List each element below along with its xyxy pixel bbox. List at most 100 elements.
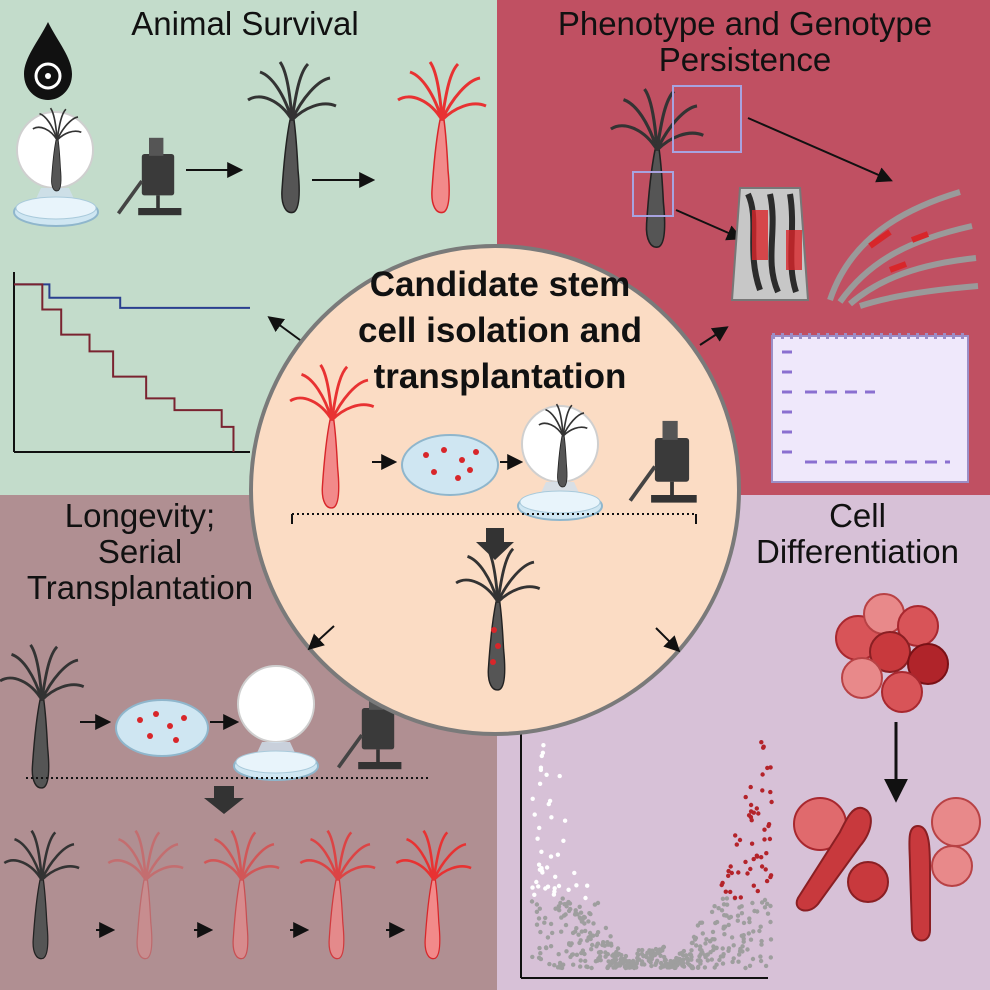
persistence-title-line2: Persistence: [658, 41, 832, 78]
petri-dish-cells-icon: [115, 699, 209, 757]
volcano-point: [728, 914, 734, 920]
hydra-red-spots: [490, 627, 501, 665]
longevity-title: Longevity; Serial Transplantation: [5, 498, 275, 606]
volcano-point: [768, 765, 773, 770]
volcano-point: [759, 938, 764, 944]
volcano-point: [583, 895, 588, 901]
volcano-point: [720, 954, 726, 959]
volcano-point: [680, 963, 685, 968]
volcano-point: [672, 963, 677, 969]
volcano-point: [763, 867, 768, 872]
volcano-point: [635, 955, 640, 961]
volcano-point: [648, 948, 654, 954]
differentiation-title-line2: Differentiation: [755, 533, 959, 570]
volcano-point: [741, 920, 747, 926]
body-section-icon: [730, 187, 810, 301]
volcano-point: [720, 946, 725, 951]
hydra-icon: [246, 60, 338, 215]
volcano-point: [743, 794, 748, 800]
petri-dish-icon: [13, 196, 99, 227]
volcano-point: [705, 952, 710, 957]
volcano-point: [605, 952, 610, 957]
volcano-point: [556, 883, 562, 889]
volcano-point: [760, 772, 765, 777]
volcano-point: [762, 905, 768, 910]
hydra-icon: [203, 829, 281, 960]
petri-dish-icon: [517, 490, 603, 521]
volcano-point: [710, 929, 716, 935]
volcano-point: [530, 796, 535, 801]
volcano-point: [689, 965, 695, 971]
volcano-point: [762, 897, 768, 903]
volcano-point: [568, 906, 573, 912]
volcano-point: [746, 813, 752, 818]
volcano-point: [748, 866, 753, 872]
volcano-point: [583, 958, 588, 964]
volcano-point: [543, 886, 548, 891]
arrow-icon: [307, 625, 335, 651]
volcano-point: [587, 911, 592, 916]
volcano-point: [543, 915, 548, 921]
volcano-point: [752, 908, 757, 914]
volcano-point: [539, 866, 544, 871]
volcano-point: [710, 937, 715, 942]
volcano-point: [562, 818, 568, 823]
volcano-point: [730, 959, 735, 965]
arrow-icon: [747, 117, 893, 183]
volcano-point: [572, 870, 577, 876]
volcano-point: [582, 951, 587, 957]
volcano-point: [598, 958, 603, 963]
volcano-point: [723, 889, 728, 894]
differentiated-cells-icon: [793, 797, 981, 942]
volcano-point: [768, 903, 773, 909]
volcano-point: [758, 924, 763, 929]
volcano-point: [534, 922, 540, 927]
volcano-point: [751, 929, 756, 934]
volcano-point: [757, 928, 762, 934]
hydra-icon: [3, 829, 81, 960]
volcano-point: [698, 920, 703, 925]
volcano-point: [564, 901, 569, 907]
volcano-point: [538, 951, 543, 956]
volcano-point: [714, 962, 719, 967]
arrow-icon: [699, 326, 729, 346]
volcano-point: [553, 874, 558, 879]
volcano-point: [551, 892, 557, 897]
volcano-point: [537, 945, 542, 951]
volcano-point: [679, 959, 684, 965]
volcano-point: [578, 910, 584, 915]
volcano-point: [768, 955, 773, 960]
volcano-point: [561, 838, 566, 843]
center-title: Candidate stem cell isolation and transp…: [300, 262, 700, 400]
volcano-point: [738, 895, 743, 900]
volcano-point: [611, 952, 616, 957]
volcano-point: [536, 955, 542, 960]
cell-cluster-icon: [835, 593, 949, 713]
volcano-point: [549, 815, 554, 820]
center-title-line1: Candidate stem: [369, 265, 631, 304]
volcano-point: [759, 942, 764, 947]
volcano-point: [542, 920, 547, 925]
volcano-point: [566, 887, 571, 892]
volcano-point: [712, 904, 717, 909]
volcano-point: [726, 922, 731, 928]
volcano-point: [663, 958, 668, 963]
volcano-point: [569, 952, 575, 957]
volcano-point: [556, 952, 561, 957]
volcano-point: [548, 944, 554, 949]
volcano-point: [535, 836, 540, 841]
volcano-point: [537, 906, 542, 911]
volcano-point: [687, 962, 692, 967]
volcano-point: [765, 765, 770, 771]
volcano-point: [724, 902, 730, 907]
volcano-point: [746, 931, 751, 936]
volcano-point: [563, 922, 569, 928]
volcano-point: [763, 963, 769, 969]
volcano-point: [552, 886, 557, 891]
survival-series-2: [14, 283, 235, 452]
volcano-point: [699, 948, 704, 953]
volcano-point: [538, 929, 543, 935]
volcano-point: [768, 937, 774, 942]
volcano-point: [649, 952, 654, 958]
